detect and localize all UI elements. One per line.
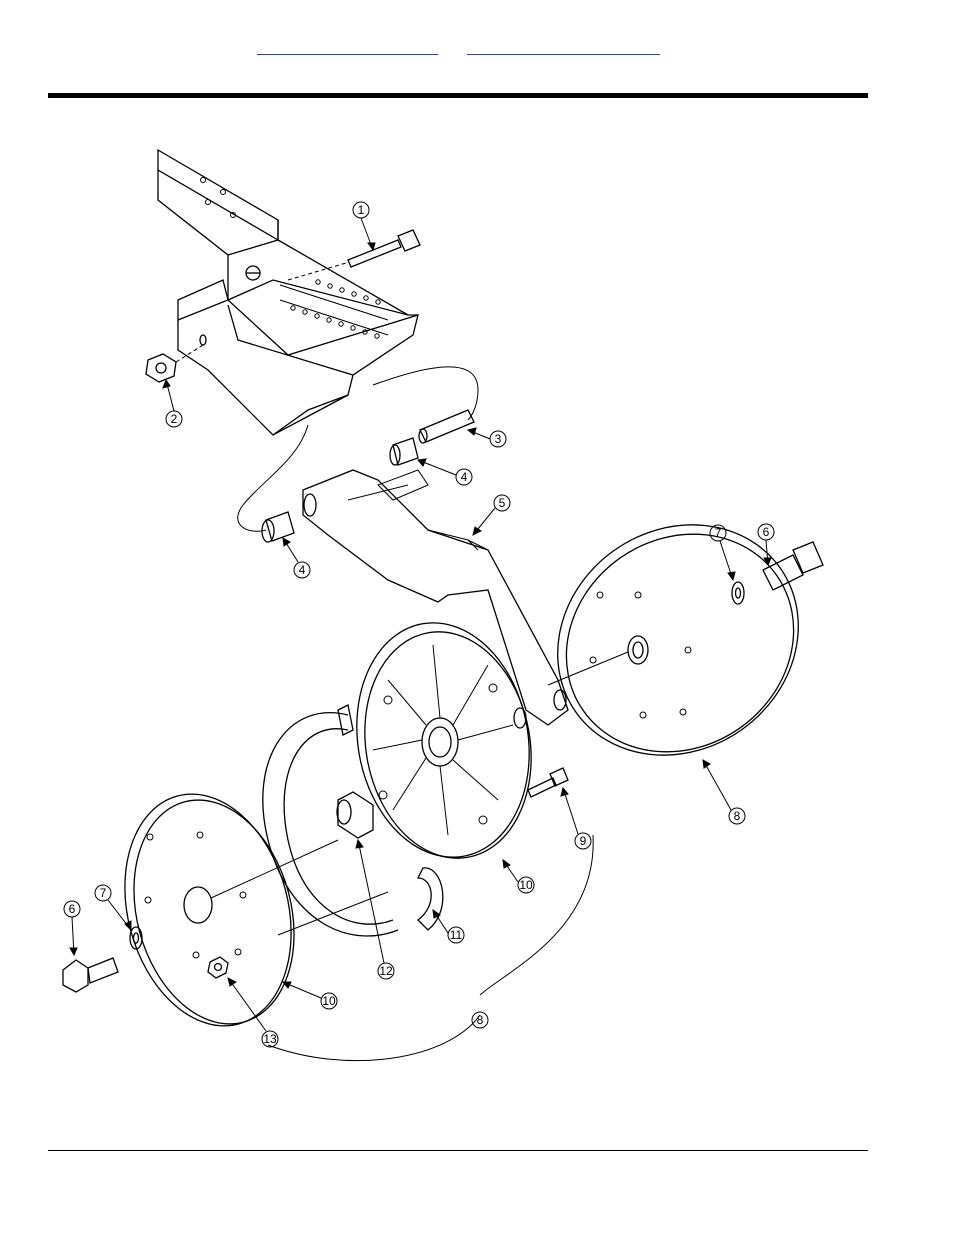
part-3-pin (419, 410, 474, 443)
svg-text:10: 10 (322, 994, 336, 1008)
callout-13: 13 (228, 978, 278, 1047)
part-10-disc-left (100, 775, 388, 1044)
callout-8b: 8 (472, 1012, 488, 1028)
svg-text:6: 6 (69, 902, 76, 916)
svg-text:7: 7 (100, 886, 107, 900)
part-4-bushing-lower (262, 512, 294, 542)
svg-text:2: 2 (171, 412, 178, 426)
callout-11: 11 (433, 910, 464, 943)
footer-rule (48, 1150, 868, 1151)
svg-text:4: 4 (461, 470, 468, 484)
part-12-hub-bushing (337, 792, 373, 838)
svg-text:7: 7 (715, 526, 722, 540)
nav-link-next[interactable] (467, 40, 660, 55)
mounting-frame (158, 150, 418, 435)
callout-8a: 8 (703, 760, 745, 824)
part-8-disc-right (513, 478, 828, 802)
svg-text:9: 9 (580, 834, 587, 848)
svg-text:10: 10 (519, 878, 533, 892)
part-6-bolt-left (63, 958, 118, 992)
part-11-tire (263, 705, 443, 936)
svg-text:8: 8 (477, 1013, 484, 1027)
svg-text:11: 11 (450, 928, 463, 942)
svg-text:1: 1 (358, 203, 365, 217)
callout-9: 9 (561, 788, 591, 849)
callout-6a: 6 (758, 524, 774, 565)
header-links (0, 40, 954, 60)
callout-7a: 7 (710, 525, 735, 580)
exploded-parts-diagram: 1 2 3 4 4 5 6 (48, 140, 828, 1085)
part-7-washer-right (732, 582, 744, 604)
part-1-bolt (288, 230, 420, 280)
svg-text:4: 4 (299, 563, 306, 577)
svg-text:13: 13 (263, 1032, 277, 1046)
part-6-bolt-right (763, 542, 823, 590)
callout-2: 2 (163, 380, 182, 427)
callout-4a: 4 (418, 459, 472, 485)
part-13-nut (208, 957, 228, 978)
part-5-arm (303, 470, 568, 728)
callout-3: 3 (468, 428, 506, 447)
svg-text:8: 8 (734, 809, 741, 823)
svg-text:5: 5 (499, 496, 506, 510)
callout-4b: 4 (283, 538, 310, 578)
callout-6b: 6 (64, 901, 80, 955)
callout-5: 5 (473, 495, 510, 535)
svg-text:12: 12 (379, 964, 393, 978)
nav-link-previous[interactable] (257, 40, 438, 55)
callout-1: 1 (353, 202, 375, 250)
svg-text:6: 6 (763, 525, 770, 539)
svg-text:3: 3 (495, 432, 502, 446)
callout-10b: 10 (283, 982, 337, 1009)
callout-12: 12 (356, 840, 394, 979)
header-rule (48, 93, 868, 98)
part-2-nut (146, 345, 203, 382)
callout-10a: 10 (503, 860, 534, 893)
part-4-bushing-upper (390, 438, 418, 465)
